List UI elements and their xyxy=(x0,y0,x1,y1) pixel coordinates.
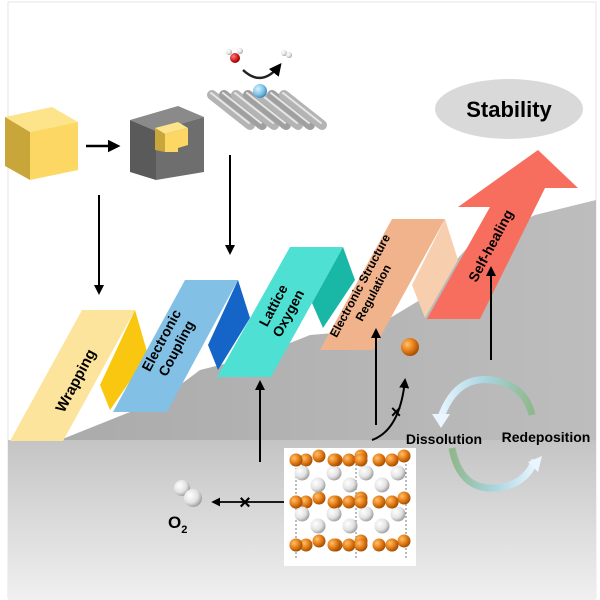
adsorbate-atom-icon xyxy=(253,84,267,98)
metal-atom xyxy=(397,534,411,548)
metal-atom xyxy=(354,538,368,552)
metal-atom xyxy=(327,495,341,509)
water-molecule-icon xyxy=(226,48,243,63)
product-molecule-icon xyxy=(281,50,292,58)
oxygen-atom xyxy=(390,506,406,522)
surface-rod xyxy=(267,90,315,130)
step-regulation-face xyxy=(320,219,445,350)
oxygen-atom xyxy=(390,465,406,481)
metal-atom xyxy=(385,538,399,552)
catalyst-surface-icon xyxy=(207,90,327,130)
svg-text:Stability: Stability xyxy=(466,97,552,122)
dissolution-redeposition-cycle xyxy=(432,376,542,492)
metal-ion-icon xyxy=(401,338,419,356)
metal-atom xyxy=(342,538,356,552)
step-coupling-face xyxy=(113,280,238,412)
oxygen-atom xyxy=(326,465,342,481)
oxygen-atom xyxy=(342,477,358,493)
metal-atom xyxy=(372,495,386,509)
oxygen-atom xyxy=(342,518,358,534)
crystal-structure-icon xyxy=(284,448,416,566)
reaction-arrow-icon xyxy=(242,63,282,79)
step-lattice-side xyxy=(312,247,355,328)
metal-atom xyxy=(312,491,326,505)
oxygen-atom xyxy=(326,506,342,522)
metal-atom xyxy=(299,495,313,509)
metal-atom xyxy=(385,453,399,467)
dissolution-label: Dissolution xyxy=(406,431,482,447)
oxygen-atom xyxy=(358,465,374,481)
oxygen-atom xyxy=(374,477,390,493)
step-coupling-side xyxy=(208,280,250,370)
metal-atom xyxy=(354,495,368,509)
surface-rod xyxy=(255,90,303,130)
metal-atom xyxy=(372,453,386,467)
metal-atom xyxy=(299,538,313,552)
oxygen-molecule-icon xyxy=(174,480,202,507)
metal-atom xyxy=(385,495,399,509)
oxygen-atom xyxy=(358,506,374,522)
blocked-marker-dissolution: × xyxy=(391,402,402,422)
metal-atom xyxy=(327,538,341,552)
oxygen-atom xyxy=(310,477,326,493)
oxygen-atom xyxy=(374,518,390,534)
o2-label: O2 xyxy=(168,513,187,536)
metal-atom xyxy=(312,534,326,548)
oxygen-atom xyxy=(294,465,310,481)
metal-atom xyxy=(289,538,303,552)
arrow-dissolution-blocked xyxy=(371,378,410,441)
metal-atom xyxy=(289,495,303,509)
metal-atom xyxy=(312,449,326,463)
metal-atom xyxy=(397,491,411,505)
metal-atom xyxy=(354,453,368,467)
surface-rod xyxy=(231,90,279,130)
metal-atom xyxy=(327,453,341,467)
surface-rod xyxy=(219,90,267,130)
metal-atom xyxy=(342,453,356,467)
metal-atom xyxy=(342,495,356,509)
surface-rod xyxy=(243,90,291,130)
surface-rod xyxy=(279,90,327,130)
yellow-cube-icon xyxy=(5,107,78,180)
step-regulation-side xyxy=(412,219,458,318)
stability-badge: Stability xyxy=(435,79,583,139)
metal-atom xyxy=(397,449,411,463)
core-shell-cube-icon xyxy=(130,106,204,180)
step-wrapping-side xyxy=(100,310,148,410)
metal-atom xyxy=(299,453,313,467)
cycle-arrow-right-icon xyxy=(528,456,542,472)
oxygen-atom xyxy=(310,518,326,534)
oxygen-atom xyxy=(294,506,310,522)
step-wrapping-face xyxy=(10,310,135,441)
metal-atom xyxy=(289,453,303,467)
metal-atom xyxy=(372,538,386,552)
blocked-marker-o2: × xyxy=(239,492,251,514)
step-lattice-face xyxy=(217,247,343,377)
surface-rod xyxy=(207,90,255,130)
redeposition-label: Redeposition xyxy=(502,429,591,445)
cycle-arrow-left-icon xyxy=(432,414,450,428)
step-self-healing-arrow xyxy=(427,150,578,319)
